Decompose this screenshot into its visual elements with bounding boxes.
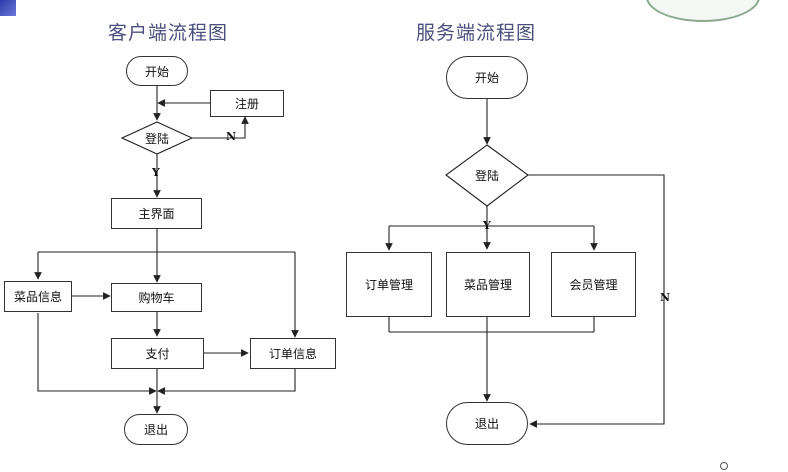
server-start-node: 开始 xyxy=(446,56,528,99)
edge-srv-login-no-to-exit xyxy=(528,174,665,428)
edge-dish-info-to-merge xyxy=(37,313,157,395)
server-flowchart-title: 服务端流程图 xyxy=(416,22,537,44)
server-login-label: 登陆 xyxy=(474,168,499,183)
client-connectors xyxy=(34,85,299,414)
client-dish-info-node: 菜品信息 xyxy=(4,281,72,312)
client-exit-node: 退出 xyxy=(124,414,188,445)
corner-dot-icon xyxy=(720,462,728,470)
server-yes-label: Y xyxy=(483,219,491,232)
client-yes-label: Y xyxy=(152,166,160,179)
server-login-diamond xyxy=(445,144,529,207)
edge-login-no-to-register xyxy=(192,116,249,139)
client-order-info-node: 订单信息 xyxy=(250,338,336,369)
server-no-label: N xyxy=(660,291,671,304)
server-dish-mgmt-node: 菜品管理 xyxy=(446,252,530,317)
server-exit-node: 退出 xyxy=(446,402,528,445)
client-cart-node: 购物车 xyxy=(111,283,202,312)
client-login-label: 登陆 xyxy=(144,131,169,146)
edge-order-info-to-merge xyxy=(157,369,296,395)
client-main-node: 主界面 xyxy=(111,198,202,229)
client-login-diamond xyxy=(120,121,194,155)
server-connectors xyxy=(385,98,665,428)
corner-accent xyxy=(0,0,16,16)
client-no-label: N xyxy=(226,130,237,143)
server-member-mgmt-node: 会员管理 xyxy=(551,252,636,317)
client-pay-node: 支付 xyxy=(111,338,204,369)
client-register-node: 注册 xyxy=(210,90,284,117)
client-flowchart-title: 客户端流程图 xyxy=(108,22,229,44)
server-order-mgmt-node: 订单管理 xyxy=(346,252,432,317)
client-start-node: 开始 xyxy=(126,56,188,86)
